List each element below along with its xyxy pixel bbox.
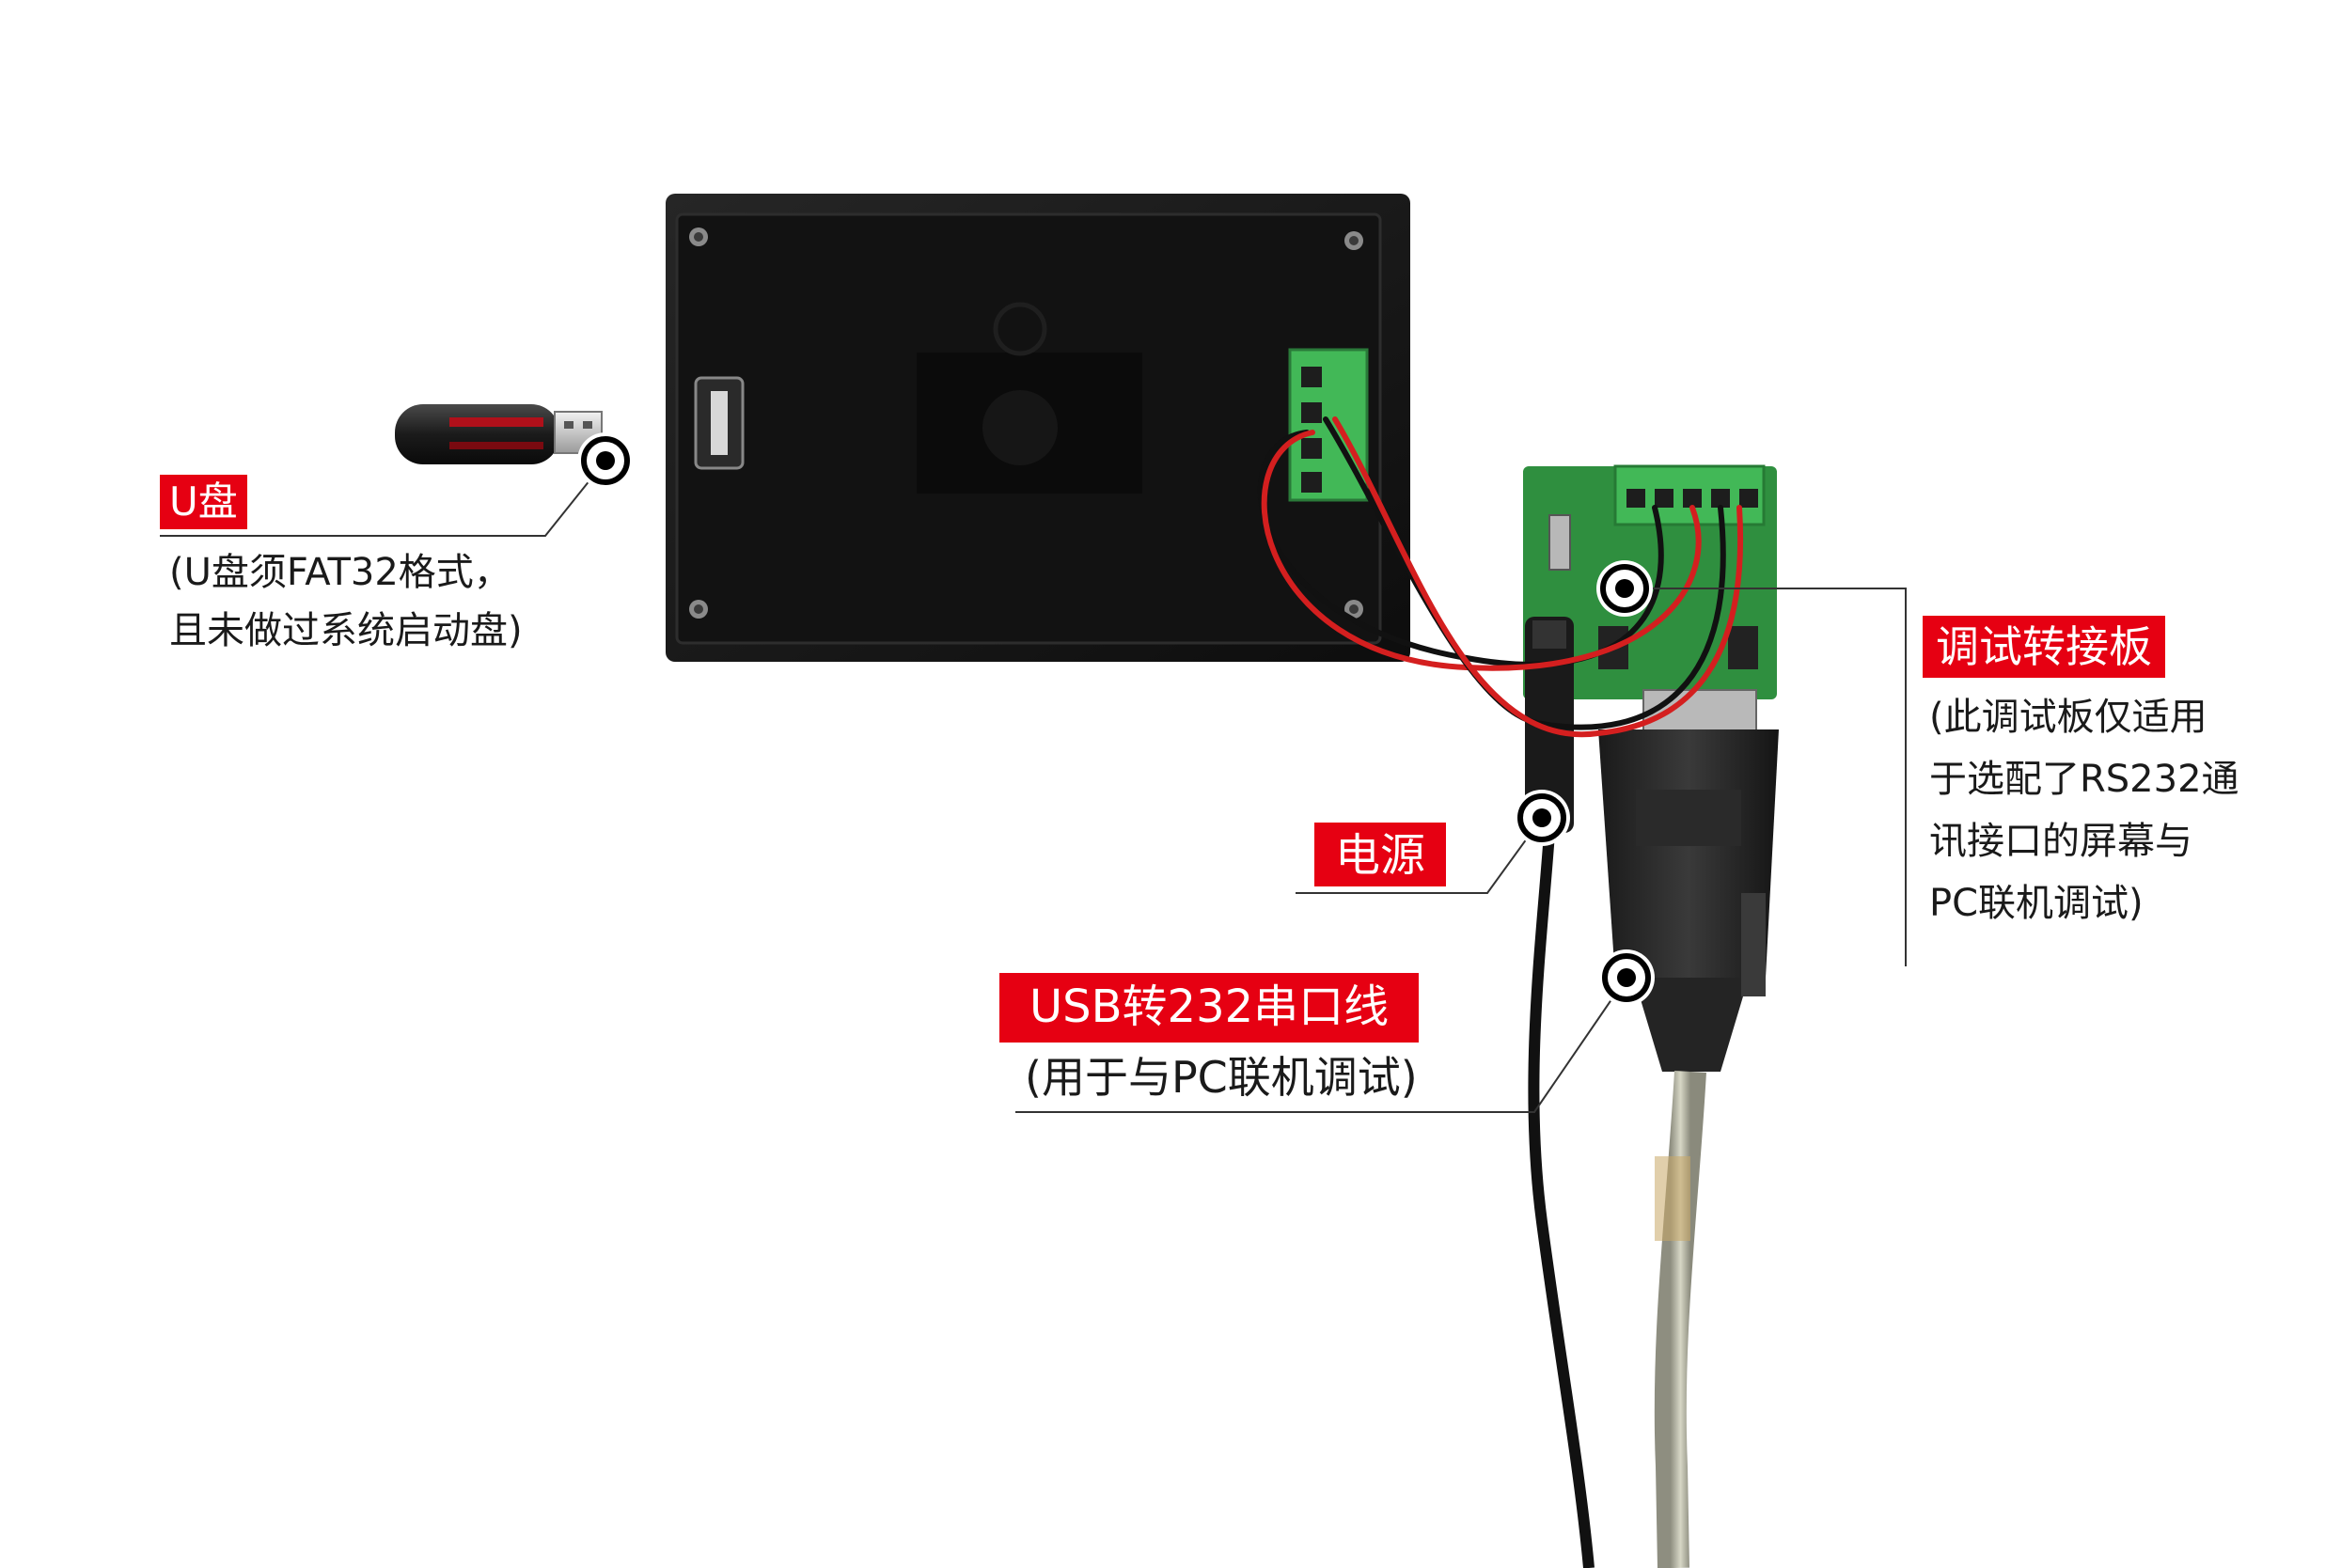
debug-board-note-line: 讯接口的屏幕与 <box>1929 820 2192 863</box>
power-cable <box>1528 832 1595 1568</box>
usb-drive-leader <box>160 460 606 537</box>
usb-serial-note: (用于与PC联机调试) <box>1025 1047 1418 1107</box>
target-dot-icon <box>1596 560 1653 617</box>
db9-connector <box>1598 689 1779 1072</box>
screen-rear-panel <box>666 194 1410 662</box>
usb-drive-label: U盘 <box>160 475 247 529</box>
usb-serial-note-line: (用于与PC联机调试) <box>1025 1052 1418 1103</box>
target-dot-icon <box>1514 790 1570 846</box>
debug-board-label: 调试转接板 <box>1923 616 2165 678</box>
usb-drive-note-line: 且未做过系统启动盘) <box>169 609 523 652</box>
target-dot-icon <box>577 432 634 489</box>
usb-serial-leader <box>1015 977 1627 1113</box>
target-dot-icon <box>1598 949 1655 1006</box>
leader-lines <box>160 460 1907 1113</box>
red-signal-wires <box>1257 416 1744 738</box>
debug-board-note-line: (此调试板仅适用 <box>1929 696 2207 739</box>
usb-drive-icon <box>395 404 603 464</box>
power-leader <box>1296 817 1543 894</box>
cable-tape <box>1655 1156 1690 1241</box>
usb-drive-note-line: (U盘须FAT32格式， <box>169 551 511 594</box>
usb-drive-note: (U盘须FAT32格式， 且未做过系统启动盘) <box>169 543 523 660</box>
power-label: 电源 <box>1314 823 1447 886</box>
debug-board-note-line: 于选配了RS232通 <box>1929 758 2239 801</box>
debug-board-note-line: PC联机调试) <box>1929 882 2144 925</box>
usb-serial-label: USB转232串口线 <box>999 973 1420 1043</box>
debug-board-leader <box>1625 588 1907 966</box>
debug-board-note: (此调试板仅适用 于选配了RS232通 讯接口的屏幕与 PC联机调试) <box>1929 686 2239 934</box>
usb-port-icon <box>694 376 745 470</box>
usb-serial-cable <box>1654 1071 1706 1568</box>
